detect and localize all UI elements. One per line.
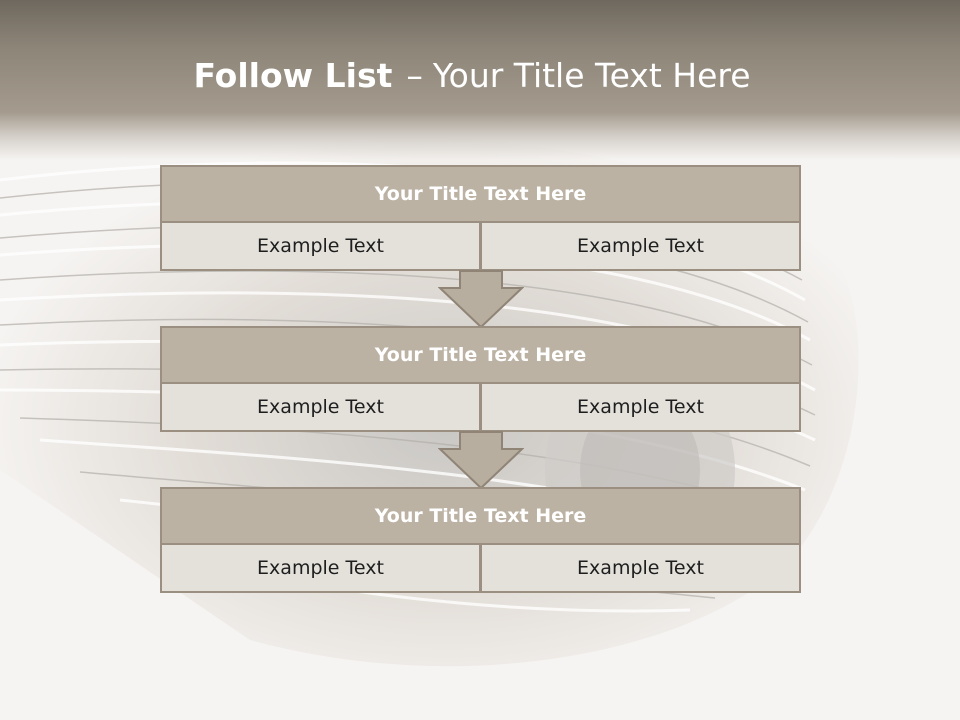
slide-title-subtitle: Your Title Text Here [432,56,751,95]
slide-title-main: Follow List [193,56,393,95]
down-arrow-icon [438,270,524,328]
title-band [0,0,960,160]
list-block-1: Your Title Text Here Example Text Exampl… [160,165,801,271]
block-title: Your Title Text Here [160,165,801,223]
slide-title: Follow List–Your Title Text Here [0,52,944,100]
slide-title-dash: – [406,56,423,95]
list-block-3: Your Title Text Here Example Text Exampl… [160,487,801,593]
down-arrow-icon [438,431,524,489]
block-cell-right: Example Text [480,384,801,432]
block-cell-left: Example Text [160,384,481,432]
list-block-2: Your Title Text Here Example Text Exampl… [160,326,801,432]
block-title: Your Title Text Here [160,326,801,384]
block-title: Your Title Text Here [160,487,801,545]
block-cell-left: Example Text [160,545,481,593]
block-cell-right: Example Text [480,545,801,593]
block-cell-right: Example Text [480,223,801,271]
block-cell-left: Example Text [160,223,481,271]
